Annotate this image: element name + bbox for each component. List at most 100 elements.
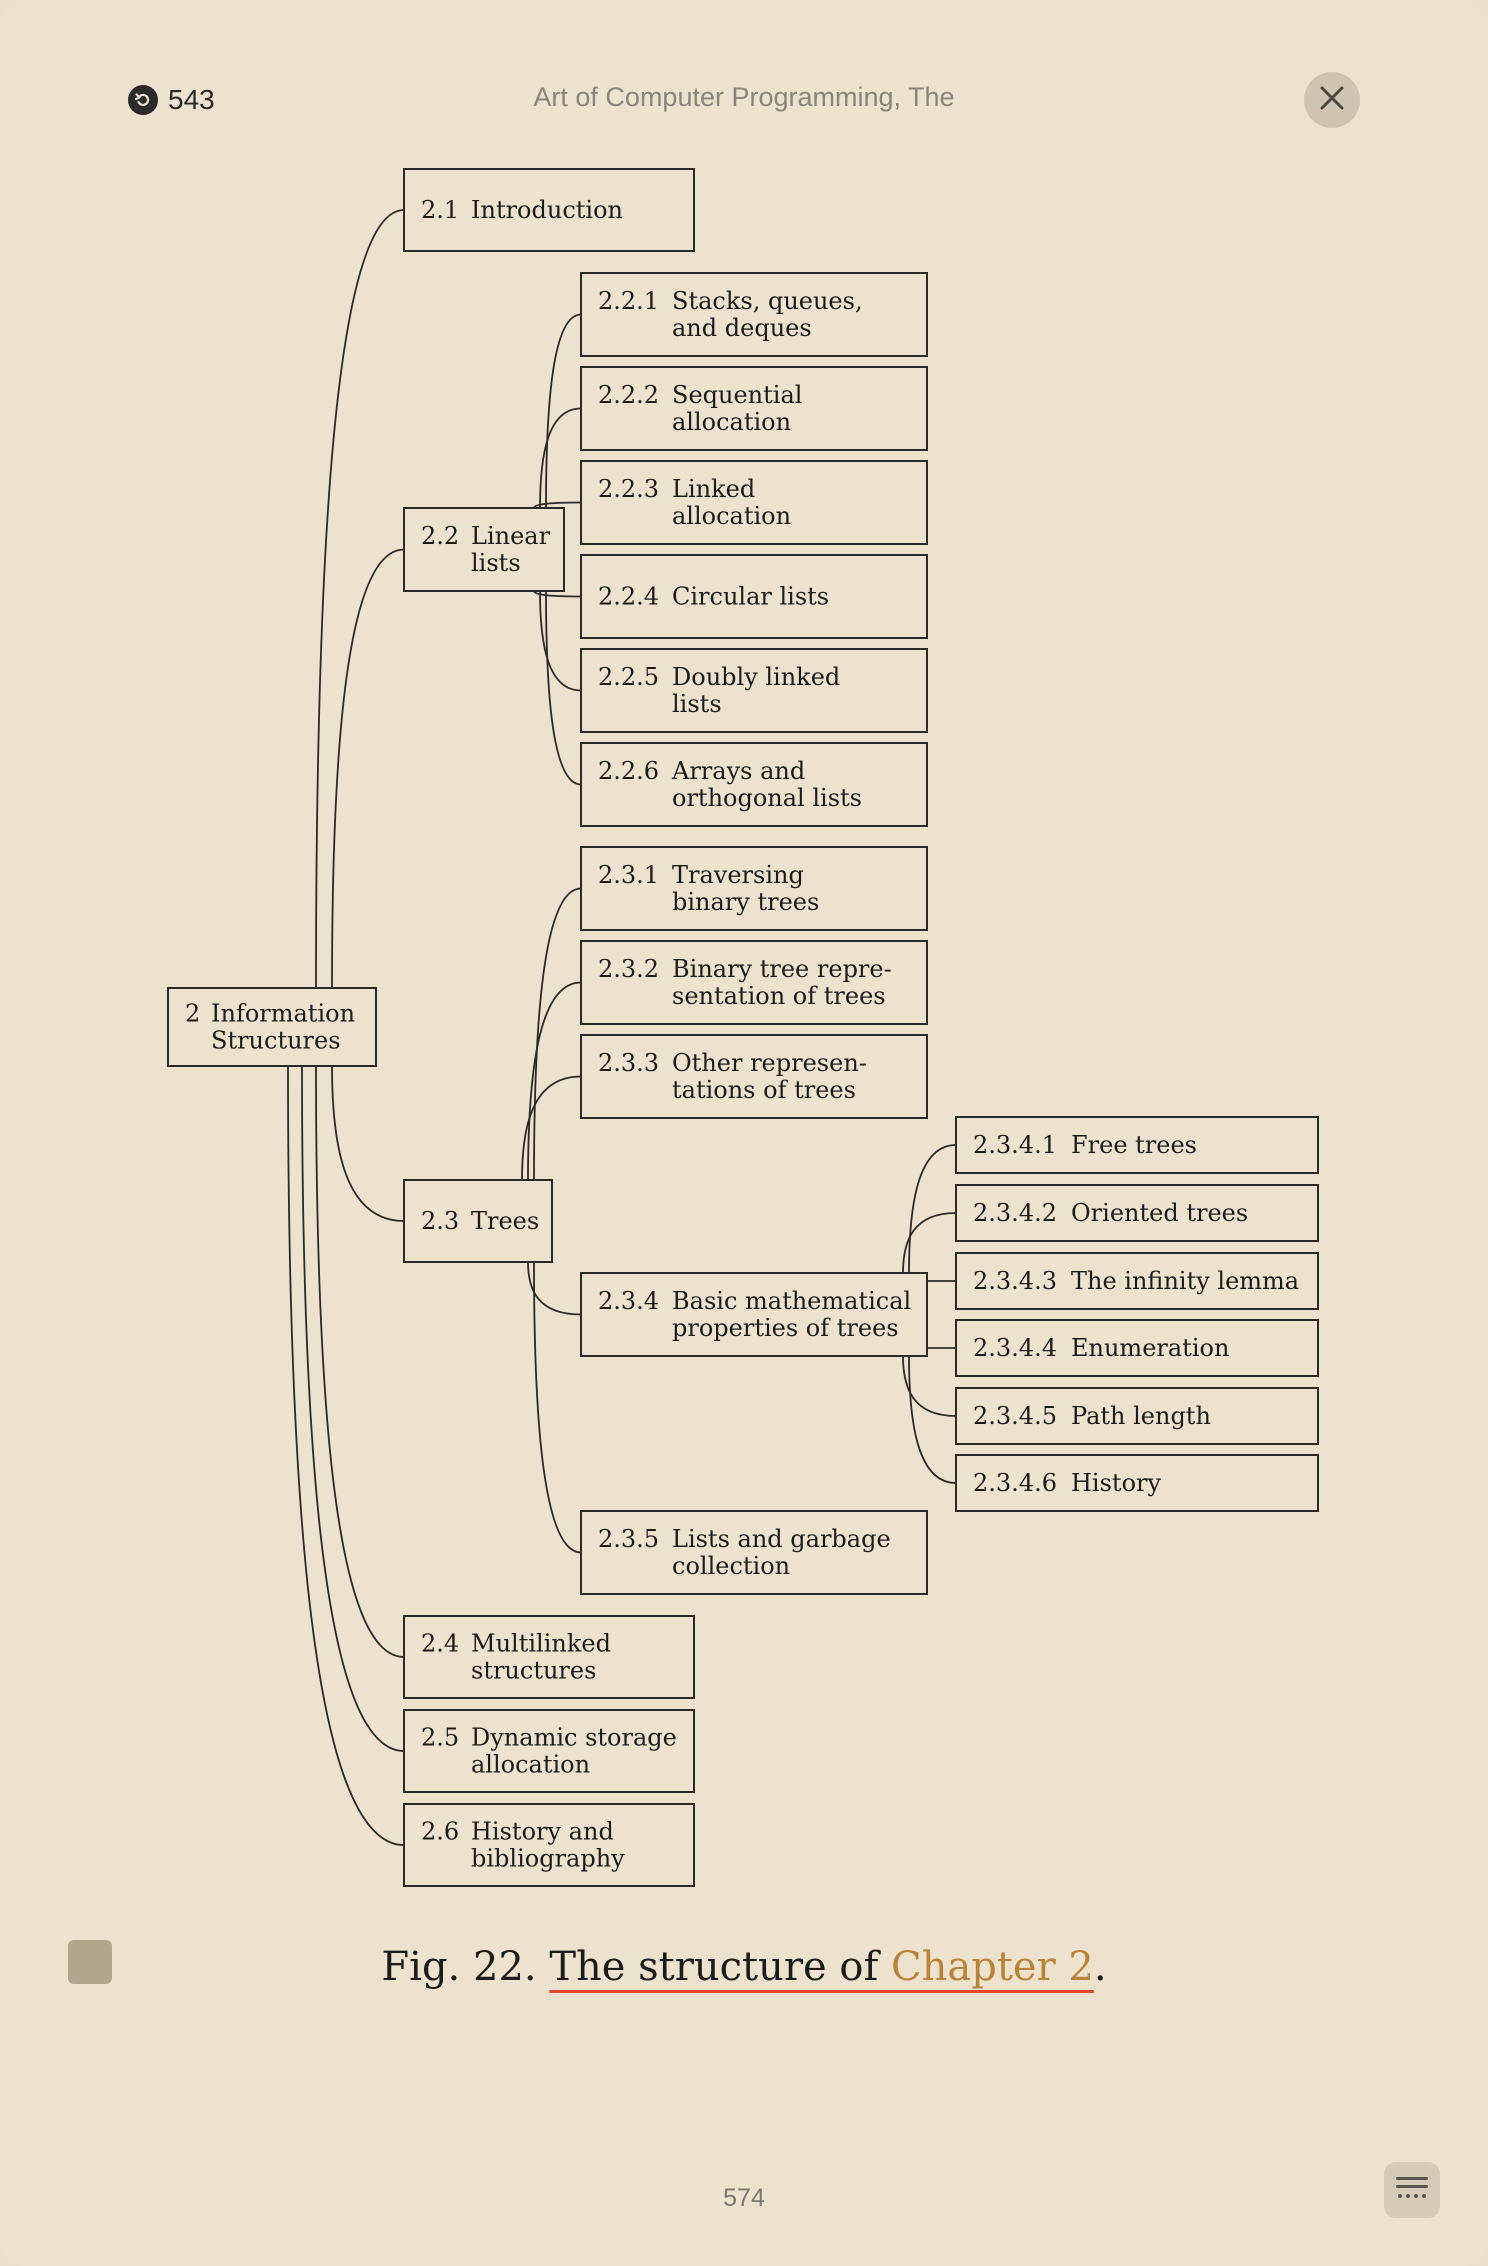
node-number: 2.3.3 xyxy=(598,1049,659,1077)
node-label: binary trees xyxy=(672,888,819,916)
node-2-3-4-4: 2.3.4.4 Enumeration xyxy=(955,1319,1319,1377)
node-box xyxy=(403,1803,695,1887)
node-box xyxy=(955,1319,1319,1377)
node-label: Information xyxy=(211,1000,355,1028)
node-number: 2.3.4.2 xyxy=(973,1199,1057,1227)
node-label: Doubly linked xyxy=(672,663,840,691)
edge-2.3-to-2.3.5 xyxy=(533,1261,582,1554)
edge-2.3-to-2.3.2 xyxy=(527,981,582,1181)
node-label: Circular lists xyxy=(672,583,829,611)
node-label: History xyxy=(1071,1469,1161,1497)
node-2-3-4-5: 2.3.4.5 Path length xyxy=(955,1387,1319,1445)
node-label: Other represen- xyxy=(672,1049,867,1077)
node-number: 2.3.4.5 xyxy=(973,1402,1057,1430)
close-button[interactable] xyxy=(1304,72,1360,128)
node-label: Linear xyxy=(471,522,551,550)
edge-2-to-2.6 xyxy=(287,1065,405,1846)
figure-caption: Fig. 22. The structure of Chapter 2. xyxy=(300,1944,1188,1990)
edge-2.3.4-to-2.3.4.5 xyxy=(902,1355,957,1417)
node-label: Trees xyxy=(471,1207,539,1235)
node-label: Structures xyxy=(211,1027,341,1055)
node-number: 2.3 xyxy=(421,1207,459,1235)
node-box xyxy=(955,1387,1319,1445)
node-number: 2.2.1 xyxy=(598,287,659,315)
bookmark-button[interactable] xyxy=(68,1940,112,1984)
caption-highlight-text: The structure of xyxy=(549,1944,891,1990)
node-box xyxy=(403,1709,695,1793)
node-label: collection xyxy=(672,1552,790,1580)
node-label: Oriented trees xyxy=(1071,1199,1248,1227)
node-number: 2.3.1 xyxy=(598,861,659,889)
node-label: allocation xyxy=(672,408,791,436)
node-box xyxy=(580,1034,928,1119)
node-number: 2.2.6 xyxy=(598,757,659,785)
node-label: Dynamic storage xyxy=(471,1724,677,1752)
node-label: Sequential xyxy=(672,381,802,409)
node-number: 2.3.4.1 xyxy=(973,1131,1057,1159)
node-number: 2.2.2 xyxy=(598,381,659,409)
node-label: Multilinked xyxy=(471,1630,611,1658)
node-box xyxy=(403,1615,695,1699)
node-box xyxy=(580,648,928,733)
node-number: 2.2.4 xyxy=(598,583,659,611)
node-box xyxy=(580,940,928,1025)
edge-2.3-to-2.3.4 xyxy=(527,1261,582,1316)
edge-2.3.4-to-2.3.4.2 xyxy=(902,1212,957,1274)
chapter-link[interactable]: Chapter 2 xyxy=(891,1944,1094,1990)
node-label: Stacks, queues, xyxy=(672,287,863,315)
node-number: 2.3.4.4 xyxy=(973,1334,1057,1362)
node-number: 2.5 xyxy=(421,1724,459,1752)
menu-icon xyxy=(1394,2175,1430,2206)
node-label: structures xyxy=(471,1657,596,1685)
node-label: properties of trees xyxy=(672,1314,899,1342)
node-box xyxy=(580,1272,928,1357)
node-box xyxy=(580,846,928,931)
node-number: 2.2.5 xyxy=(598,663,659,691)
node-label: Path length xyxy=(1071,1402,1211,1430)
node-box xyxy=(580,460,928,545)
back-page-count: 543 xyxy=(168,84,215,115)
edge-2-to-2.4 xyxy=(315,1065,405,1658)
top-bar: 543 Art of Computer Programming, The xyxy=(0,0,1488,200)
node-number: 2.1 xyxy=(421,196,459,224)
node-label: Arrays and xyxy=(671,757,805,785)
node-box xyxy=(955,1184,1319,1242)
node-2-2-4: 2.2.4 Circular lists xyxy=(580,554,928,639)
node-label: Enumeration xyxy=(1071,1334,1229,1362)
node-label: Free trees xyxy=(1071,1131,1197,1159)
node-number: 2.3.5 xyxy=(598,1525,659,1553)
node-label: orthogonal lists xyxy=(672,784,862,812)
node-number: 2.6 xyxy=(421,1818,459,1846)
node-2-3-4-1: 2.3.4.1 Free trees xyxy=(955,1116,1319,1174)
node-box xyxy=(955,1116,1319,1174)
node-box xyxy=(403,168,695,252)
edge-2-to-2.1 xyxy=(315,209,405,989)
node-label: Introduction xyxy=(471,196,623,224)
menu-button[interactable] xyxy=(1384,2162,1440,2218)
back-button[interactable]: 543 xyxy=(128,84,215,116)
node-label: sentation of trees xyxy=(672,982,886,1010)
caption-highlight: The structure of Chapter 2 xyxy=(549,1944,1094,1990)
node-label: History and xyxy=(471,1818,614,1846)
node-label: Binary tree repre- xyxy=(672,955,892,983)
node-number: 2.3.4 xyxy=(598,1287,659,1315)
edge-2-to-2.3 xyxy=(331,1065,405,1222)
node-number: 2.2 xyxy=(421,522,459,550)
edge-2.3-to-2.3.3 xyxy=(521,1075,582,1181)
node-number: 2 xyxy=(185,1000,200,1028)
node-2-3-4-2: 2.3.4.2 Oriented trees xyxy=(955,1184,1319,1242)
node-label: lists xyxy=(471,549,521,577)
caption-suffix: . xyxy=(1093,1944,1107,1990)
close-icon xyxy=(1319,85,1345,116)
